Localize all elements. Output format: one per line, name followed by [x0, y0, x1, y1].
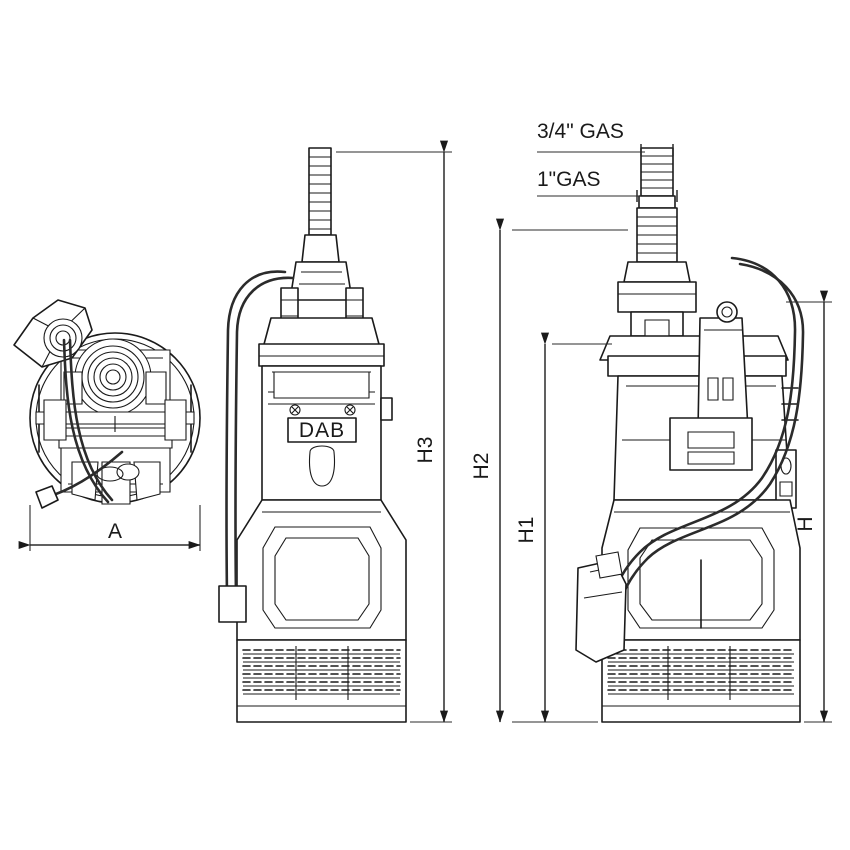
side-strainer-slots: [607, 646, 795, 700]
side-bracket-slot-2: [722, 377, 734, 401]
front-cable-gland: [218, 585, 247, 623]
brand-label: DAB: [299, 419, 345, 442]
top-view-right-block: [164, 399, 187, 441]
gas-1-ticks: [636, 190, 678, 202]
dim-label-H3: H3: [414, 437, 437, 464]
dim-label-H1: H1: [515, 517, 538, 544]
top-view-right-lug: [145, 371, 167, 405]
front-top-flange: [258, 343, 385, 367]
side-junction-plate: [779, 481, 793, 497]
side-top-flange: [607, 355, 787, 377]
side-strainer-base: [601, 639, 801, 723]
top-view-port-hole: [116, 463, 140, 481]
port-label-gas-1: 1"GAS: [537, 168, 600, 191]
front-view-group: DAB: [218, 140, 452, 723]
front-side-connector: [380, 397, 393, 421]
front-discharge-body: [289, 261, 353, 301]
side-float-neck: [595, 551, 623, 579]
top-view-handle-bar: [62, 338, 110, 504]
dim-label-A: A: [108, 520, 122, 543]
top-view-lower-bar: [58, 427, 173, 449]
front-outlet-collar: [301, 234, 340, 263]
front-strainer-base: [236, 639, 407, 723]
port-label-gas-34: 3/4" GAS: [537, 120, 624, 143]
top-view-handle-grip: [35, 485, 59, 509]
gas-34-ticks: [640, 144, 674, 156]
side-discharge-body: [617, 281, 697, 313]
side-discharge-neck: [623, 261, 691, 283]
side-view-group: H2 H1 H 3/4" GAS 1"GAS: [470, 120, 832, 723]
front-outlet-barb: [308, 147, 332, 236]
top-view-group: A: [13, 299, 201, 551]
front-power-cable: [225, 270, 287, 598]
side-bracket-slot-1: [707, 377, 719, 401]
dim-label-H: H: [794, 516, 817, 531]
front-drain-boss: [308, 445, 336, 487]
front-window-opening: [262, 526, 382, 629]
side-float-bracket: [697, 317, 749, 431]
side-clamp-plate-lower: [687, 451, 735, 465]
front-cooling-band: [273, 371, 370, 399]
front-nameplate: [287, 417, 357, 443]
dim-label-H2: H2: [470, 453, 493, 480]
side-barb-collar: [638, 195, 676, 209]
top-view-outlet-bore: [99, 363, 127, 391]
side-clamp-plate-upper: [687, 431, 735, 449]
top-view-left-block: [43, 399, 67, 441]
side-float-cable: [605, 256, 797, 650]
top-view-vane-3: [133, 461, 161, 501]
front-strainer-slots: [242, 646, 401, 700]
side-bracket-pivot: [716, 301, 738, 323]
